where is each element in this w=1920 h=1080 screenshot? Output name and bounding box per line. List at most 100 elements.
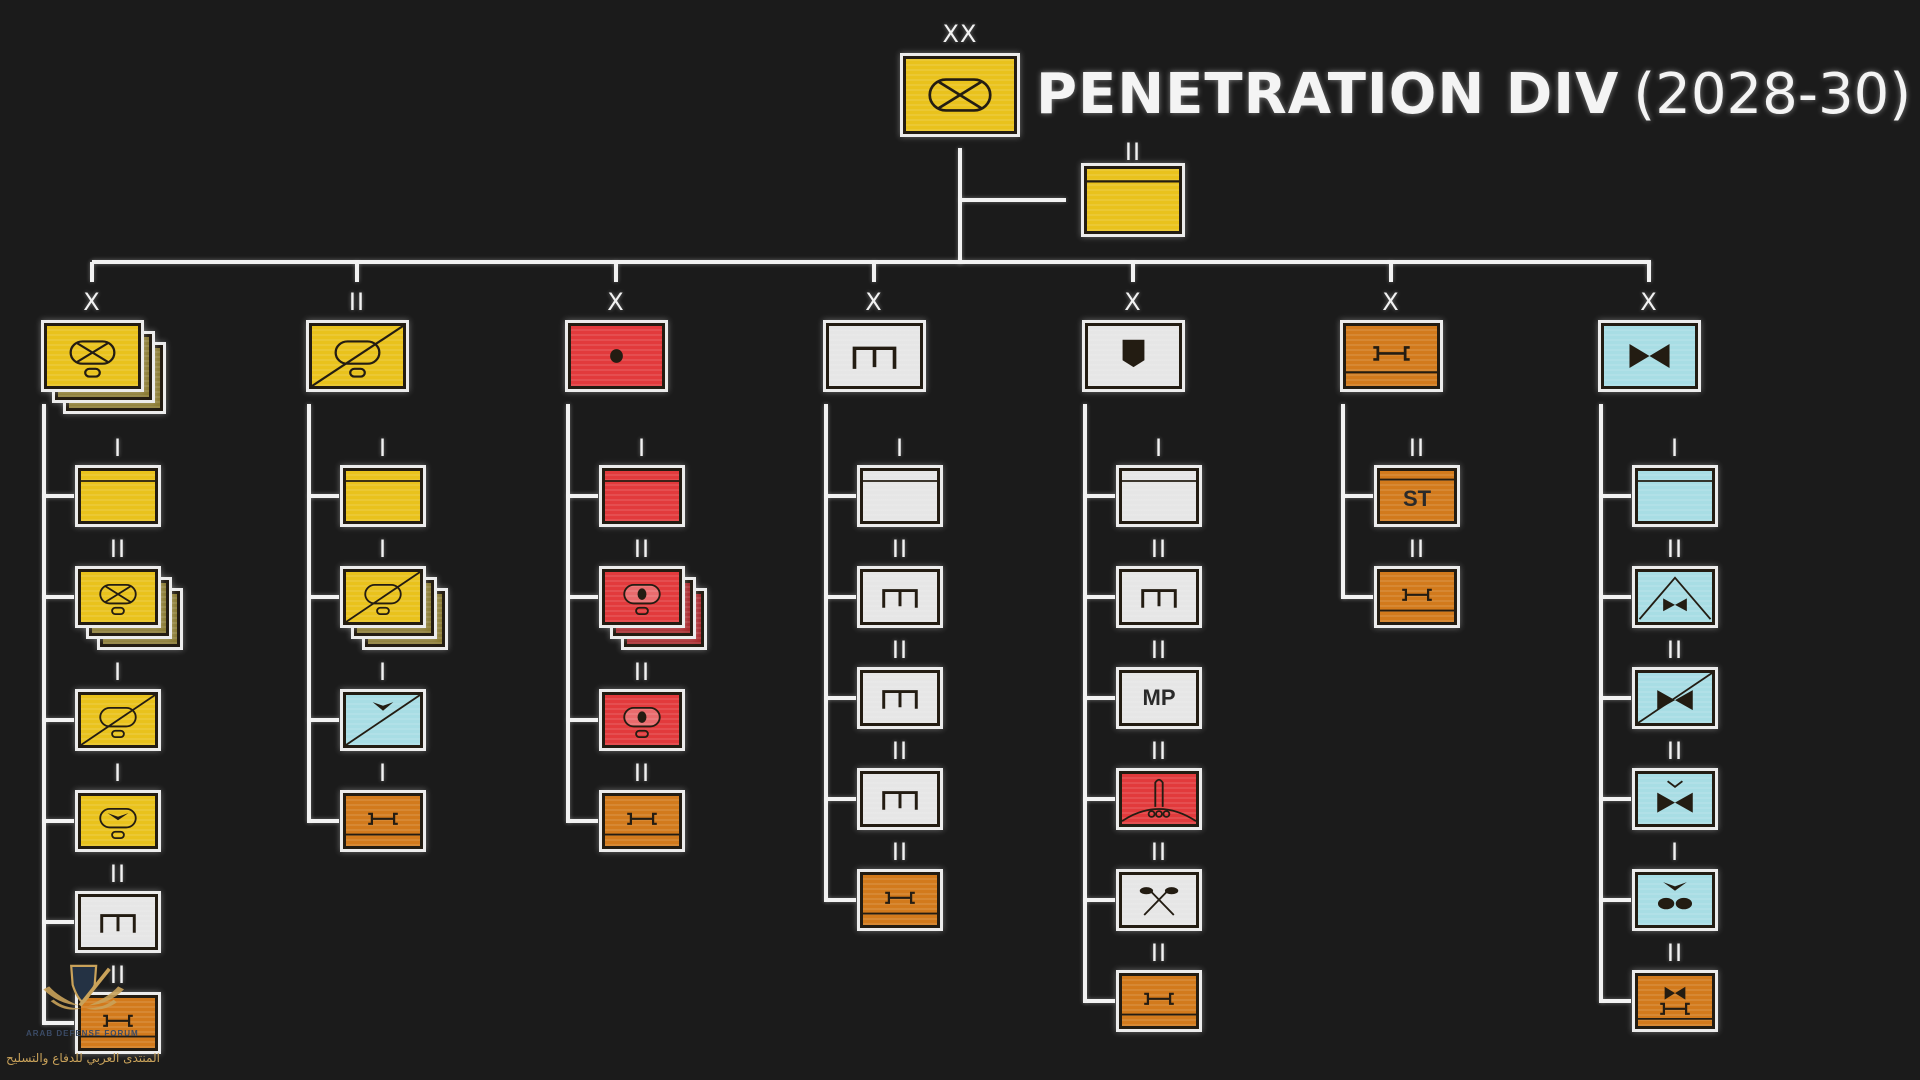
artillery-armored-icon <box>623 583 661 616</box>
subunit-1-2[interactable] <box>340 689 426 751</box>
echelon-marker: II <box>633 535 651 563</box>
subunit-0-1[interactable] <box>75 566 183 650</box>
unit-symbol-box <box>1632 566 1718 628</box>
unit-symbol-box <box>75 790 161 852</box>
watermark-arabic: المنتدى العربي للدفاع والتسليح <box>6 1051 160 1065</box>
subunit-3-3[interactable] <box>857 768 943 830</box>
armored-chevron-icon <box>99 807 137 840</box>
subunit-6-2[interactable] <box>1632 667 1718 729</box>
connector-line <box>826 595 856 599</box>
echelon-marker: I <box>1670 434 1680 462</box>
echelon-marker: II <box>109 535 127 563</box>
connector-line <box>1085 595 1115 599</box>
text-hq-icon <box>1380 478 1454 481</box>
brigade-unit-2[interactable] <box>564 320 668 392</box>
subunit-3-1[interactable] <box>857 566 943 628</box>
hq-icon <box>1122 480 1196 482</box>
unit-label: MP <box>1142 685 1176 710</box>
echelon-marker: II <box>1150 838 1168 866</box>
echelon-marker: II <box>1666 737 1684 765</box>
connector-line <box>958 148 962 264</box>
connector-line <box>44 718 74 722</box>
subunit-3-2[interactable] <box>857 667 943 729</box>
unit-symbol-box <box>857 768 943 830</box>
echelon-marker: II <box>891 737 909 765</box>
subunit-0-4[interactable] <box>75 891 161 953</box>
connector-line <box>1601 999 1631 1003</box>
shield-icon <box>1122 339 1144 368</box>
subunit-4-2[interactable]: MP <box>1116 667 1202 729</box>
subunit-2-3[interactable] <box>599 790 685 852</box>
brigade-unit-3[interactable] <box>822 320 926 392</box>
unit-symbol-box <box>1632 667 1718 729</box>
hq-company-unit[interactable] <box>1081 163 1185 237</box>
title-unit: PENETRATION DIV <box>1036 62 1620 127</box>
unit-symbol-box <box>1374 566 1460 628</box>
subunit-1-3[interactable] <box>340 790 426 852</box>
echelon-marker: I <box>1670 838 1680 866</box>
connector-line <box>42 404 46 1025</box>
unit-symbol-box <box>1081 320 1185 392</box>
subunit-4-1[interactable] <box>1116 566 1202 628</box>
connector-line <box>309 595 339 599</box>
engineer-icon <box>852 346 896 369</box>
subunit-5-1[interactable] <box>1374 566 1460 628</box>
unit-fill <box>602 793 682 849</box>
brigade-unit-1[interactable] <box>305 320 409 392</box>
brigade-unit-4[interactable] <box>1081 320 1185 392</box>
hq-icon <box>605 480 679 482</box>
connector-line <box>1343 595 1373 599</box>
subunit-0-0[interactable] <box>75 465 161 527</box>
unit-symbol-box <box>340 566 426 628</box>
brigade-unit-5[interactable] <box>1339 320 1443 392</box>
subunit-6-0[interactable] <box>1632 465 1718 527</box>
unit-symbol-box <box>305 320 409 392</box>
connector-line <box>826 797 856 801</box>
echelon-marker: II <box>1666 535 1684 563</box>
subunit-6-5[interactable] <box>1632 970 1718 1032</box>
connector-line <box>1389 262 1393 282</box>
echelon-marker: II <box>1150 939 1168 967</box>
connector-line <box>568 718 598 722</box>
subunit-4-4[interactable] <box>1116 869 1202 931</box>
subunit-0-3[interactable] <box>75 790 161 852</box>
echelon-marker: X <box>607 288 625 316</box>
subunit-4-5[interactable] <box>1116 970 1202 1032</box>
sustainment-icon <box>1122 992 1196 1016</box>
unit-fill <box>78 995 158 1051</box>
unit-fill <box>860 468 940 524</box>
division-hq-unit[interactable] <box>900 53 1020 137</box>
subunit-6-4[interactable] <box>1632 869 1718 931</box>
subunit-2-1[interactable] <box>599 566 707 650</box>
unit-fill <box>602 468 682 524</box>
artillery-icon <box>609 349 623 363</box>
connector-line <box>1601 797 1631 801</box>
brigade-unit-0[interactable] <box>40 320 166 414</box>
subunit-5-0[interactable]: ST <box>1374 465 1460 527</box>
unit-fill <box>602 569 682 625</box>
unit-symbol-box <box>599 566 685 628</box>
echelon-marker: I <box>1154 434 1164 462</box>
brigade-unit-6[interactable] <box>1597 320 1701 392</box>
echelon-marker: I <box>113 434 123 462</box>
subunit-6-3[interactable] <box>1632 768 1718 830</box>
subunit-4-0[interactable] <box>1116 465 1202 527</box>
subunit-1-0[interactable] <box>340 465 426 527</box>
subunit-0-2[interactable] <box>75 689 161 751</box>
subunit-3-0[interactable] <box>857 465 943 527</box>
subunit-3-4[interactable] <box>857 869 943 931</box>
unit-symbol-box <box>1632 869 1718 931</box>
echelon-marker: I <box>895 434 905 462</box>
subunit-6-1[interactable] <box>1632 566 1718 628</box>
subunit-4-3[interactable] <box>1116 768 1202 830</box>
subunit-0-5[interactable] <box>75 992 161 1054</box>
connector-line <box>1085 898 1115 902</box>
unit-symbol-box <box>75 465 161 527</box>
subunit-2-0[interactable] <box>599 465 685 527</box>
hq-icon <box>863 480 937 482</box>
connector-line <box>309 819 339 823</box>
echelon-marker: X <box>1382 288 1400 316</box>
subunit-1-1[interactable] <box>340 566 448 650</box>
subunit-2-2[interactable] <box>599 689 685 751</box>
artillery-armored-icon <box>623 706 661 739</box>
